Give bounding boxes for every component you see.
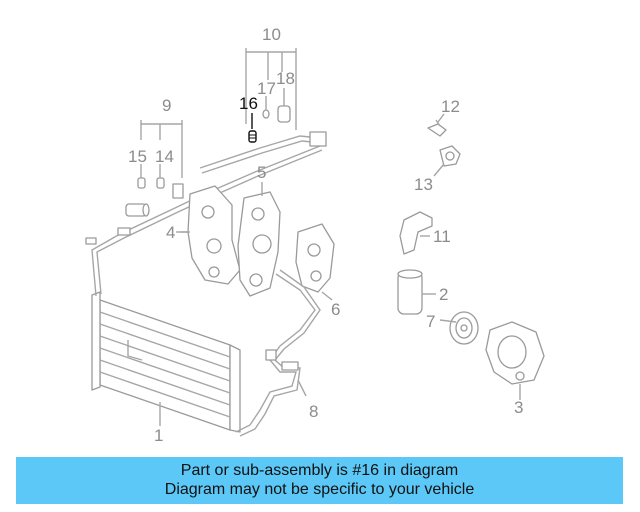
callout-12: 12 bbox=[441, 97, 460, 116]
banner-line-2: Diagram may not be specific to your vehi… bbox=[164, 481, 475, 498]
parts-diagram: 1 2 3 4 5 6 7 8 9 10 11 12 13 14 15 16 1… bbox=[85, 25, 545, 445]
hose-assembly[interactable] bbox=[235, 269, 321, 437]
liquid-line[interactable] bbox=[85, 145, 323, 297]
callout-1: 1 bbox=[154, 426, 163, 445]
bracket-part-4[interactable] bbox=[176, 185, 241, 285]
callout-11: 11 bbox=[433, 227, 451, 246]
valve-cap-part-15[interactable] bbox=[137, 172, 146, 189]
pressure-line[interactable] bbox=[199, 131, 327, 174]
valve-cap-part-14[interactable] bbox=[156, 172, 165, 189]
callout-18: 18 bbox=[276, 69, 295, 88]
bracket-part-5[interactable] bbox=[237, 191, 281, 297]
condenser-part[interactable] bbox=[91, 291, 241, 433]
callout-9: 9 bbox=[162, 96, 171, 115]
banner-line-1: Part or sub-assembly is #16 in diagram bbox=[180, 462, 459, 479]
callout-14: 14 bbox=[155, 147, 174, 166]
compressor-part[interactable] bbox=[485, 321, 545, 385]
callout-8: 8 bbox=[309, 402, 318, 421]
callout-2: 2 bbox=[439, 285, 448, 304]
switch-part-12[interactable] bbox=[427, 119, 447, 137]
leader-lines bbox=[140, 48, 521, 426]
callout-5: 5 bbox=[257, 163, 266, 182]
muffler-part[interactable] bbox=[125, 203, 150, 217]
callout-10: 10 bbox=[262, 25, 281, 44]
bracket-part-6[interactable] bbox=[295, 223, 335, 293]
callout-6: 6 bbox=[331, 300, 340, 319]
callout-16: 16 bbox=[239, 94, 258, 113]
callout-15: 15 bbox=[128, 147, 147, 166]
drier-bracket-part[interactable] bbox=[399, 211, 433, 255]
info-banner: Part or sub-assembly is #16 in diagram D… bbox=[16, 457, 623, 504]
valve-core-part-16[interactable] bbox=[248, 130, 257, 143]
sensor-part-13[interactable] bbox=[439, 145, 461, 167]
clutch-part[interactable] bbox=[449, 311, 479, 345]
switch-part-18[interactable] bbox=[277, 98, 291, 123]
receiver-drier-part[interactable] bbox=[397, 269, 423, 315]
callout-13: 13 bbox=[414, 175, 433, 194]
callout-3: 3 bbox=[514, 398, 523, 417]
callout-4: 4 bbox=[166, 223, 175, 242]
callout-17: 17 bbox=[257, 79, 276, 98]
callout-7: 7 bbox=[426, 312, 435, 331]
o-ring-part-17[interactable] bbox=[262, 109, 270, 119]
